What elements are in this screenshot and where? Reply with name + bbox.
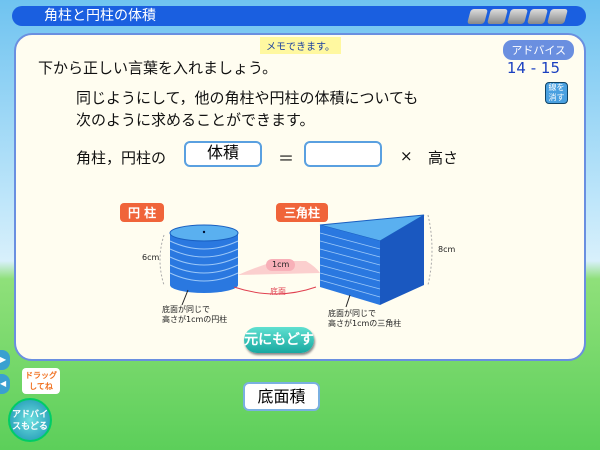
body-line-1: 同じようにして，他の角柱や円柱の体積についても (76, 89, 419, 107)
instruction: 下から正しい言葉を入れましょう。 (38, 59, 278, 77)
word-card-base-area[interactable]: 底面積 (243, 382, 320, 411)
cylinder-icon (169, 224, 239, 293)
drag-hint: ドラッグしてね (22, 368, 60, 394)
cylinder-tag: 円 柱 (120, 203, 165, 222)
memo-label[interactable]: メモできます。 (260, 37, 341, 54)
body-line-2: 次のように求めることができます。 (76, 111, 315, 129)
times-sign: × (400, 147, 413, 165)
prev-arrow-icon[interactable]: ◀ (0, 374, 10, 394)
figure-drawing (159, 214, 433, 308)
next-arrow-icon[interactable]: ▶ (0, 350, 10, 370)
equals-sign: ＝ (278, 149, 295, 168)
erase-lines-button[interactable]: 線を消す (545, 82, 568, 104)
page-title: 角柱と円柱の体積 (44, 8, 156, 24)
cylinder-caption: 底面が同じで 高さが1cmの円柱 (162, 305, 228, 324)
reset-button[interactable]: 元にもどす (244, 327, 314, 353)
prism-tag: 三角柱 (276, 203, 329, 222)
prism-height-label: 8cm (438, 245, 456, 254)
prism-caption: 底面が同じで 高さが1cmの三角柱 (328, 309, 402, 328)
title-bar: 角柱と円柱の体積 (12, 6, 586, 26)
base-label: 底面 (270, 287, 286, 296)
formula-lhs: 角柱，円柱の (76, 149, 167, 167)
formula-height: 高さ (428, 149, 459, 167)
main-panel: メモできます。 アドバイス 14 - 15 線を消す 下から正しい言葉を入れまし… (14, 33, 586, 361)
answer-box-2[interactable] (304, 141, 382, 167)
prism-icon (319, 214, 425, 305)
advice-back-button[interactable]: アドバイスもどる (8, 398, 52, 442)
advice-button[interactable]: アドバイス (503, 40, 574, 60)
page-numbers: 14 - 15 (506, 59, 560, 77)
cylinder-height-label: 6cm (142, 253, 160, 262)
progress-slots (466, 9, 569, 24)
one-cm-label: 1cm (266, 259, 296, 271)
answer-box-1[interactable]: 体積 (184, 141, 262, 167)
